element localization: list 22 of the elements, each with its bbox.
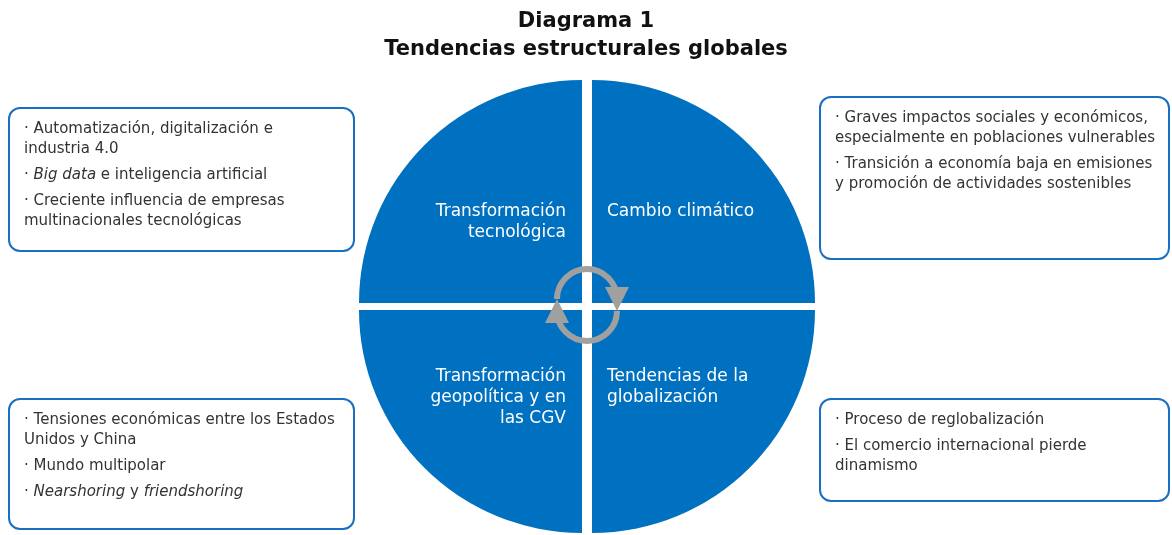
quadrant-label: Transformación tecnológica bbox=[434, 200, 566, 242]
bullet-text: · Graves impactos sociales y económicos, especialmente en poblaciones vulnerables bbox=[835, 107, 1156, 147]
text-box bbox=[8, 107, 355, 252]
bullet-text: · Automatización, digitalización e industria 4.0 bbox=[24, 118, 274, 158]
quadrant-label: Tendencias de la globalización bbox=[607, 365, 750, 407]
quadrant-label: Transformación geopolítica y en las CGV bbox=[429, 365, 566, 428]
diagram-subtitle: Tendencias estructurales globales bbox=[383, 36, 789, 60]
cycle-arrow bbox=[545, 299, 620, 344]
bullet-text: · Proceso de reglobalización bbox=[835, 409, 1046, 429]
bullet-text: · Creciente influencia de empresas multinacionales tecnológicas bbox=[24, 190, 286, 230]
bullet-text: · Mundo multipolar bbox=[24, 455, 167, 475]
bullet-text: · Big data e inteligencia artificial bbox=[24, 164, 269, 184]
quadrant-label: Cambio climático bbox=[607, 200, 756, 221]
diagram-title: Diagrama 1 bbox=[516, 8, 656, 32]
text-box bbox=[819, 398, 1170, 502]
text-box bbox=[8, 398, 355, 530]
cycle-arrow bbox=[554, 266, 629, 311]
bullet-text: · Nearshoring y friendshoring bbox=[24, 481, 245, 501]
bullet-text: · Transición a economía baja en emisiones y promoción de actividades sostenibles bbox=[835, 153, 1154, 193]
bullet-text: · Tensiones económicas entre los Estados Unidos y China bbox=[24, 409, 336, 449]
text-box bbox=[819, 96, 1170, 260]
bullet-text: · El comercio internacional pierde dinamismo bbox=[835, 435, 1088, 475]
